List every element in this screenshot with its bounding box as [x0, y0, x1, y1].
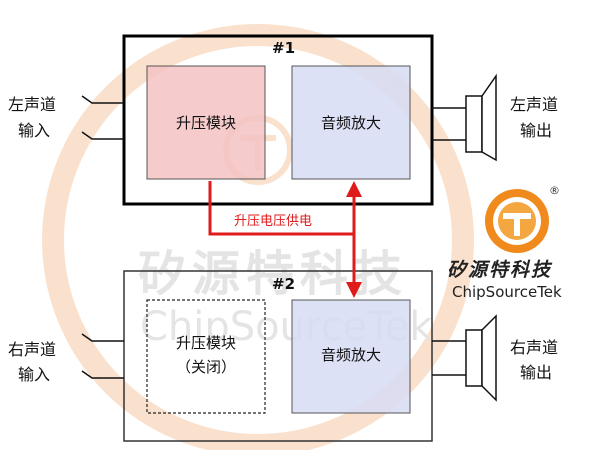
- boost-supply-path: 升压电压供电: [208, 181, 362, 298]
- watermark-chinese-text: 矽源特科技: [138, 246, 408, 302]
- chip-1-amp-label: 音频放大: [321, 114, 381, 132]
- left-input-wire-top: [81, 95, 124, 104]
- chip-1-boost-label: 升压模块: [176, 114, 236, 132]
- right-speaker: 右声道 输出: [432, 314, 558, 402]
- right-input-wire-bottom: [81, 370, 124, 379]
- chip-2: #2 升压模块 （关闭） 音频放大: [123, 270, 433, 442]
- supply-arrow-down: [346, 282, 362, 298]
- logo-mark-icon: [503, 213, 531, 236]
- left-speaker-cone: [481, 73, 497, 162]
- supply-arrow-up: [346, 181, 362, 197]
- right-speaker-body: [465, 329, 483, 387]
- chip-2-box: [123, 270, 433, 442]
- logo-registered-mark: ®: [549, 184, 560, 197]
- left-channel-input: 左声道 输入: [8, 95, 124, 140]
- logo-english-text: ChipSourceTek: [452, 283, 562, 301]
- left-output-label-line2: 输出: [520, 121, 552, 140]
- chip-2-amp-module: [291, 299, 411, 414]
- left-output-label-line1: 左声道: [510, 95, 558, 114]
- right-input-wire-top: [81, 333, 124, 342]
- right-output-label-line2: 输出: [520, 363, 552, 382]
- left-input-label-line2: 输入: [18, 121, 50, 140]
- chip-1-box: [122, 34, 434, 206]
- left-input-label-line1: 左声道: [8, 95, 56, 114]
- left-speaker-body: [465, 95, 483, 153]
- chip-2-boost-module-disabled: [146, 299, 266, 414]
- company-logo: ® 矽源特科技 ChipSourceTek: [447, 184, 562, 301]
- right-output-label-line1: 右声道: [510, 338, 558, 357]
- left-input-wire-bottom: [81, 131, 124, 140]
- chip-1-boost-module: [146, 65, 266, 180]
- chip-2-amp-label: 音频放大: [321, 346, 381, 364]
- right-channel-input: 右声道 输入: [8, 333, 124, 384]
- chip-1-label: #1: [272, 39, 295, 57]
- right-input-label-line1: 右声道: [8, 340, 56, 359]
- chip-1-amp-module: [291, 65, 411, 180]
- chip-2-boost-status: （关闭）: [176, 358, 236, 376]
- logo-chinese-text: 矽源特科技: [447, 259, 553, 281]
- supply-line: [208, 181, 354, 236]
- chip-2-label: #2: [272, 275, 295, 293]
- chip-2-boost-label: 升压模块: [176, 334, 236, 352]
- left-speaker: 左声道 输出: [432, 73, 558, 162]
- right-speaker-cone: [481, 314, 497, 402]
- right-input-label-line2: 输入: [18, 365, 50, 384]
- supply-label: 升压电压供电: [234, 214, 312, 229]
- chip-1: #1 升压模块 音频放大: [122, 34, 434, 206]
